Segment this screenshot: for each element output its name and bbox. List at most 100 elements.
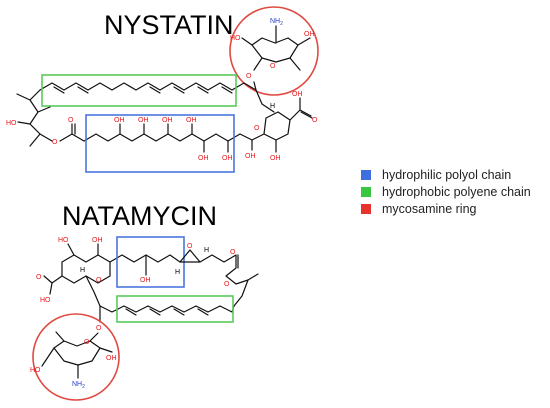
- natamycin-glycoside-o-label: O: [96, 325, 102, 332]
- natamycin-acid-o-label: O: [36, 274, 42, 281]
- nystatin-double-bond-2: [77, 86, 89, 94]
- natamycin-double-4: [197, 308, 209, 316]
- nystatin-sugar-oh-label: OH: [304, 31, 315, 38]
- nystatin-sugar-link: [253, 81, 257, 91]
- natamycin-double-1: [125, 308, 137, 316]
- nystatin-glycoside-bond: [253, 57, 263, 71]
- nystatin-ho-bond: [17, 121, 31, 125]
- nystatin-double-bond-1: [53, 86, 65, 94]
- natamycin-carbonyl-o-label: O: [230, 249, 236, 256]
- legend-swatch-blue: [361, 170, 371, 180]
- natamycin-structure: NATAMYCIN HO OH O HO O H OH O H H O O: [30, 201, 259, 401]
- nystatin-polyol-oh-4: OH: [186, 117, 197, 124]
- nystatin-polyol-oh-6: OH: [222, 155, 233, 162]
- natamycin-polyene-box: [116, 295, 234, 323]
- nystatin-methyl-2: [37, 106, 51, 113]
- nystatin-double-bond-6: [221, 86, 233, 94]
- legend-label-polyene: hydrophobic polyene chain: [382, 185, 531, 199]
- natamycin-epoxide: [179, 249, 201, 263]
- natamycin-epoxide-h-label-2: H: [175, 269, 180, 276]
- natamycin-polyene-bonds: [99, 305, 235, 313]
- natamycin-sugar-ring-bonds: [53, 340, 101, 366]
- nystatin-polyol-box: [85, 114, 235, 173]
- nystatin-title: NYSTATIN: [104, 10, 234, 40]
- nystatin-acid-oh-label: OH: [292, 91, 303, 98]
- natamycin-sugar-oh-label: OH: [106, 355, 117, 362]
- nystatin-polyol-bonds: [59, 133, 241, 142]
- natamycin-ring-o-label: O: [96, 277, 102, 284]
- natamycin-ester-chain: [199, 254, 249, 285]
- nystatin-polyene-box: [41, 74, 237, 107]
- nystatin-sugar-ho-bond: [241, 37, 253, 46]
- nystatin-polyol-oh-5: OH: [198, 155, 209, 162]
- natamycin-acid-ho-label: HO: [40, 297, 51, 304]
- nystatin-double-bond-4: [173, 86, 185, 94]
- natamycin-acid-o-bond: [43, 275, 53, 284]
- natamycin-sugar-methyl-bond: [55, 331, 65, 342]
- legend-swatch-red: [361, 204, 371, 214]
- nystatin-ring-oh-label-2: OH: [245, 153, 256, 160]
- legend-item-mycosamine: mycosamine ring: [361, 202, 477, 216]
- nystatin-methyl-1: [16, 93, 31, 101]
- nystatin-polyol-oh-3: OH: [162, 117, 173, 124]
- nystatin-acid-o-label: O: [312, 117, 318, 124]
- nystatin-h-label: H: [270, 103, 275, 110]
- nystatin-structure: NYSTATIN NH2 OH HO O O HO O: [6, 6, 319, 173]
- nystatin-acid-o-bond-2: [300, 111, 313, 119]
- natamycin-double-2: [149, 308, 161, 316]
- natamycin-ring-h-label: H: [80, 267, 85, 274]
- nystatin-double-bond-3: [149, 86, 161, 94]
- natamycin-mycosamine-ring-circle: [32, 313, 120, 401]
- natamycin-acid-bond: [51, 275, 63, 284]
- natamycin-sugar-link-bond: [89, 332, 99, 342]
- nystatin-sugar-oh-bond: [297, 37, 311, 46]
- nystatin-hemiketal-ring: [239, 111, 291, 141]
- nystatin-ester-o-label: O: [52, 139, 58, 146]
- legend-item-polyol: hydrophilic polyol chain: [361, 168, 511, 182]
- natamycin-epoxide-o-label: O: [187, 243, 193, 250]
- legend: hydrophilic polyol chain hydrophobic pol…: [361, 168, 531, 216]
- legend-item-polyene: hydrophobic polyene chain: [361, 185, 531, 199]
- nystatin-sugar-o-label: O: [270, 63, 276, 70]
- nystatin-carbonyl-o-label: O: [68, 117, 74, 124]
- nystatin-acid-o-bond: [299, 109, 312, 117]
- natamycin-left-ring: [61, 254, 111, 284]
- natamycin-macro-close: [233, 279, 249, 307]
- legend-label-mycosamine: mycosamine ring: [382, 202, 477, 216]
- natamycin-double-3: [173, 308, 185, 316]
- natamycin-title: NATAMYCIN: [62, 201, 217, 231]
- nystatin-left-ho-label: HO: [6, 120, 17, 127]
- nystatin-polyene-bonds: [39, 82, 257, 91]
- nystatin-left-backbone: [29, 89, 53, 142]
- nystatin-acid-bond: [289, 109, 301, 121]
- natamycin-link: [85, 275, 101, 307]
- nystatin-nh2-label: NH2: [270, 18, 283, 27]
- natamycin-polyol-oh-label: OH: [140, 277, 151, 284]
- natamycin-sugar-o-label: O: [84, 339, 90, 346]
- natamycin-epoxide-h-label: H: [204, 247, 209, 254]
- natamycin-sugar-ho-bond: [41, 347, 55, 367]
- natamycin-ring-oh-label: OH: [92, 237, 103, 244]
- nystatin-glycoside-o-label: O: [246, 73, 252, 80]
- nystatin-methyl-3: [29, 133, 41, 147]
- legend-label-polyol: hydrophilic polyol chain: [382, 168, 511, 182]
- nystatin-double-bond-5: [197, 86, 209, 94]
- natamycin-sugar-oh-bond: [99, 347, 113, 353]
- natamycin-sugar-ho-label: HO: [30, 367, 41, 374]
- nystatin-sugar-ho-label: HO: [230, 35, 241, 42]
- natamycin-polyol-box: [116, 236, 185, 288]
- nystatin-polyol-oh-1: OH: [114, 117, 125, 124]
- nystatin-mycosamine-ring-circle: [229, 6, 319, 96]
- natamycin-methyl-bond: [247, 273, 259, 281]
- nystatin-right-link: [255, 89, 275, 113]
- natamycin-nh2-label: NH2: [72, 381, 85, 390]
- natamycin-ester-o-label: O: [224, 281, 230, 288]
- legend-swatch-green: [361, 187, 371, 197]
- nystatin-ring-oh-label: OH: [270, 155, 281, 162]
- nystatin-sugar-methyl-bond: [289, 57, 301, 71]
- natamycin-acid-oh-bond: [49, 282, 53, 295]
- nystatin-polyol-oh-2: OH: [138, 117, 149, 124]
- natamycin-ho-bond: [67, 243, 75, 256]
- nystatin-ring-o-label: O: [254, 125, 260, 132]
